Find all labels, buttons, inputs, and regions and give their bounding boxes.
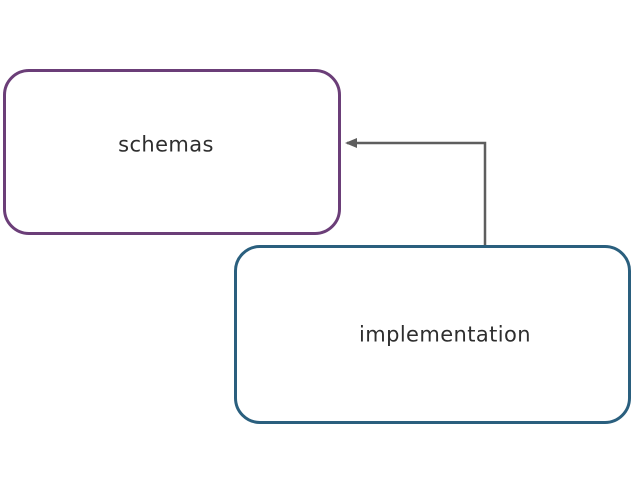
node-implementation-label: implementation: [359, 322, 531, 347]
edge-implementation-to-schemas[interactable]: [345, 138, 487, 245]
node-implementation[interactable]: implementation: [234, 245, 631, 424]
node-schemas[interactable]: schemas: [3, 69, 341, 235]
node-schemas-label: schemas: [118, 132, 214, 157]
